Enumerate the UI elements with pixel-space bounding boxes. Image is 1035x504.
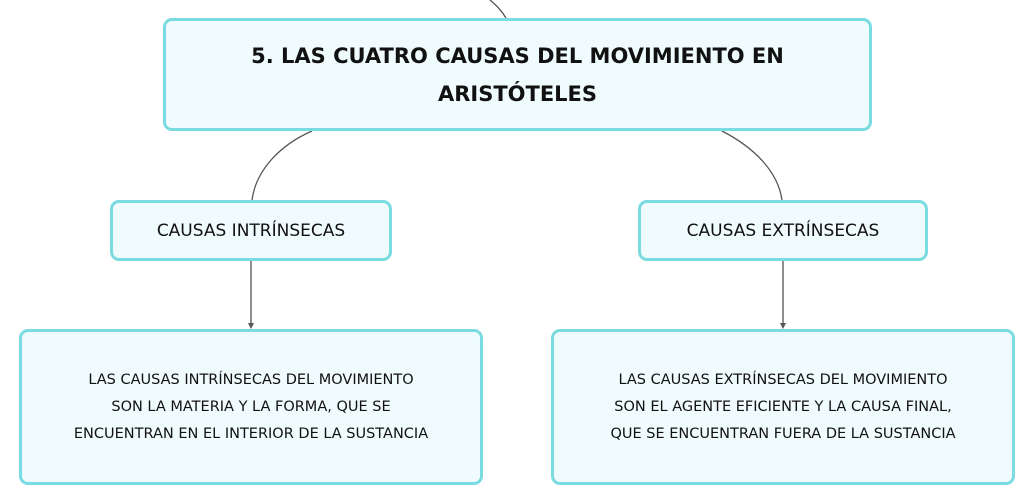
extrinsic-causes-node[interactable]: CAUSAS EXTRÍNSECAS <box>638 200 928 261</box>
root-title-line-1: 5. LAS CUATRO CAUSAS DEL MOVIMIENTO EN <box>251 43 784 68</box>
intrinsic-description-line-3: ENCUENTRAN EN EL INTERIOR DE LA SUSTANCI… <box>73 425 429 442</box>
arrowhead-extrinsic <box>780 323 786 329</box>
connector-parent-to-root <box>489 0 507 19</box>
extrinsic-causes-label: CAUSAS EXTRÍNSECAS <box>686 220 880 241</box>
connector-root-to-intrinsic <box>251 130 313 201</box>
intrinsic-description-text: LAS CAUSAS INTRÍNSECAS DEL MOVIMIENTO SO… <box>74 367 428 448</box>
extrinsic-description-line-1: LAS CAUSAS EXTRÍNSECAS DEL MOVIMIENTO <box>618 371 948 388</box>
intrinsic-description-node[interactable]: LAS CAUSAS INTRÍNSECAS DEL MOVIMIENTO SO… <box>19 329 483 485</box>
extrinsic-description-line-3: QUE SE ENCUENTRAN FUERA DE LA SUSTANCIA <box>610 425 956 442</box>
intrinsic-causes-label: CAUSAS INTRÍNSECAS <box>156 220 346 241</box>
connector-root-to-extrinsic <box>721 130 783 201</box>
root-topic-text: 5. LAS CUATRO CAUSAS DEL MOVIMIENTO EN A… <box>251 37 784 113</box>
intrinsic-description-line-2: SON LA MATERIA Y LA FORMA, QUE SE <box>111 398 391 415</box>
intrinsic-description-line-1: LAS CAUSAS INTRÍNSECAS DEL MOVIMIENTO <box>88 371 414 388</box>
arrowhead-intrinsic <box>248 323 254 329</box>
extrinsic-description-text: LAS CAUSAS EXTRÍNSECAS DEL MOVIMIENTO SO… <box>610 367 955 448</box>
extrinsic-description-line-2: SON EL AGENTE EFICIENTE Y LA CAUSA FINAL… <box>614 398 952 415</box>
intrinsic-causes-node[interactable]: CAUSAS INTRÍNSECAS <box>110 200 392 261</box>
root-topic-node[interactable]: 5. LAS CUATRO CAUSAS DEL MOVIMIENTO EN A… <box>163 18 872 131</box>
extrinsic-description-node[interactable]: LAS CAUSAS EXTRÍNSECAS DEL MOVIMIENTO SO… <box>551 329 1015 485</box>
root-title-line-2: ARISTÓTELES <box>437 81 598 106</box>
